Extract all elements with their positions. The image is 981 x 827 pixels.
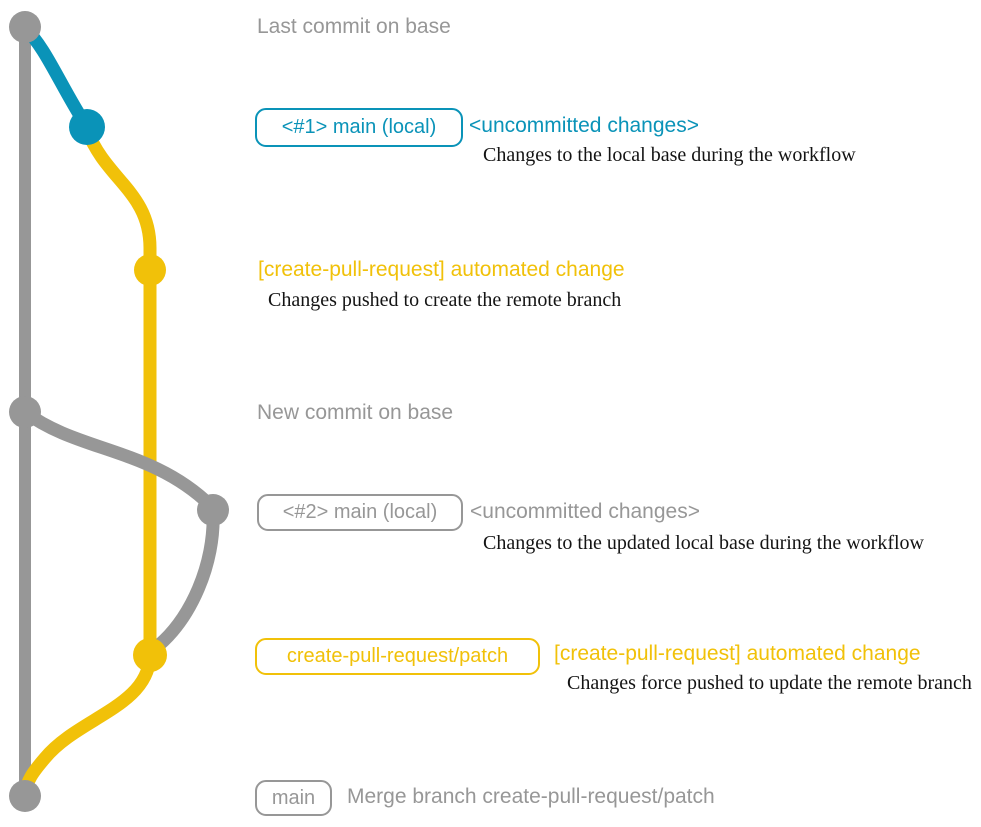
last-commit-label: Last commit on base (257, 15, 451, 38)
commit-description-2: Changes pushed to create the remote bran… (268, 289, 622, 311)
branch-tag-main-local-1-label: <#1> main (local) (281, 116, 437, 138)
commit-dot-automated-change-1 (134, 254, 166, 286)
main-local-merge-into-patch-line (146, 506, 220, 657)
commit-description-1: Changes to the local base during the wor… (483, 144, 856, 166)
branch-tag-create-pull-request-patch-label: create-pull-request/patch (286, 645, 509, 667)
branch-tag-main-local-2-label: <#2> main (local) (282, 501, 438, 523)
commit-description-3: Changes to the updated local base during… (483, 532, 924, 554)
commit-message-automated-change-1: [create-pull-request] automated change (258, 258, 625, 281)
commit-dot-automated-change-2 (133, 638, 167, 672)
commit-message-uncommitted-1: <uncommitted changes> (469, 114, 699, 137)
commit-dot-last-commit-on-base (9, 11, 41, 43)
commit-description-4: Changes force pushed to update the remot… (567, 672, 972, 694)
commit-dot-main-local-1 (69, 109, 105, 145)
commit-message-uncommitted-2: <uncommitted changes> (470, 500, 700, 523)
new-commit-label: New commit on base (257, 401, 454, 424)
patch-merge-into-main-line (18, 650, 157, 801)
branch-tag-main: main (255, 780, 332, 816)
git-graph-svg (9, 11, 229, 812)
commit-message-merge: Merge branch create-pull-request/patch (347, 785, 715, 808)
branch-tag-create-pull-request-patch: create-pull-request/patch (255, 638, 540, 675)
commit-dot-new-commit-on-base (9, 396, 41, 428)
branch-tag-main-label: main (271, 786, 316, 809)
create-pull-request-branch-line (80, 123, 157, 662)
commit-dot-main-local-2 (197, 494, 229, 526)
updated-main-local-branch-line (18, 405, 218, 513)
branch-tag-main-local-1: <#1> main (local) (255, 108, 463, 147)
commit-dot-merge-commit (9, 780, 41, 812)
branch-tag-main-local-2: <#2> main (local) (257, 494, 463, 531)
commit-message-automated-change-2: [create-pull-request] automated change (554, 642, 921, 665)
